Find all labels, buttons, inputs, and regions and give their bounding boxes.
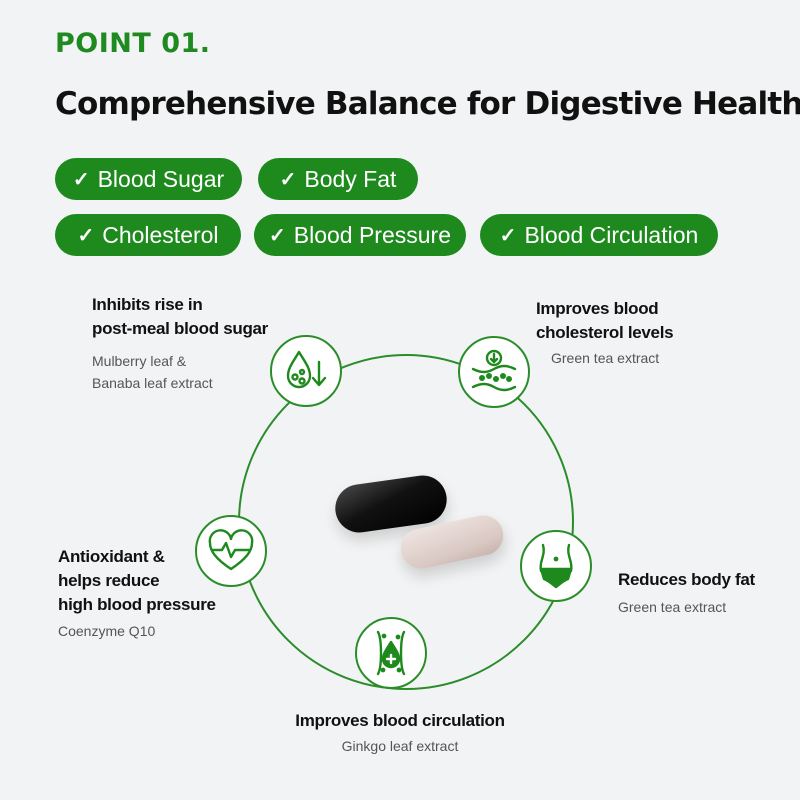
page-title: Comprehensive Balance for Digestive Heal…	[55, 86, 800, 122]
check-icon: ✓	[279, 168, 297, 191]
benefit-ingredient: Mulberry leaf & Banaba leaf extract	[92, 353, 213, 391]
tag-blood-sugar: ✓ Blood Sugar	[55, 158, 242, 200]
benefit-title: Reduces body fat	[618, 570, 755, 589]
tag-label: Blood Circulation	[524, 221, 699, 248]
tag-cholesterol: ✓ Cholesterol	[55, 214, 241, 256]
benefit-ingredient: Coenzyme Q10	[58, 623, 156, 639]
blood-drop-arrow-icon	[270, 335, 342, 407]
tag-label: Blood Pressure	[293, 221, 451, 248]
waist-icon	[520, 530, 592, 602]
vessel-drop-icon	[355, 617, 427, 689]
check-icon: ✓	[72, 168, 90, 191]
tag-label: Body Fat	[304, 165, 397, 192]
tag-label: Blood Sugar	[97, 165, 225, 192]
point-label: POINT 01.	[55, 28, 211, 59]
check-icon: ✓	[268, 224, 286, 247]
blood-vessel-cholesterol-icon	[458, 336, 530, 408]
benefit-ingredient: Ginkgo leaf extract	[341, 738, 459, 754]
tag-blood-pressure: ✓ Blood Pressure	[254, 214, 466, 256]
benefit-ingredient: Green tea extract	[551, 350, 660, 366]
benefit-title: Inhibits rise in post-meal blood sugar	[92, 295, 268, 338]
tag-body-fat: ✓ Body Fat	[258, 158, 418, 200]
check-icon: ✓	[77, 224, 95, 247]
tag-label: Cholesterol	[102, 221, 219, 248]
tag-blood-circulation: ✓ Blood Circulation	[480, 214, 718, 256]
benefit-title: Improves blood circulation	[295, 711, 505, 730]
benefit-title: Improves blood cholesterol levels	[536, 299, 674, 342]
check-icon: ✓	[499, 224, 517, 247]
heart-pulse-icon	[195, 515, 267, 587]
benefit-title: Antioxidant & helps reduce high blood pr…	[58, 547, 216, 614]
benefit-ingredient: Green tea extract	[618, 599, 727, 615]
